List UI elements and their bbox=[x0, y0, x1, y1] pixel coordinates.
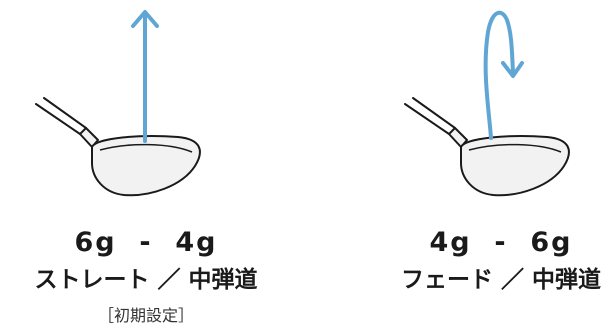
left-driver-club bbox=[35, 97, 201, 197]
right-driver-club bbox=[404, 97, 570, 197]
right-club-head bbox=[460, 135, 570, 197]
curving-fade-arrow-icon bbox=[483, 10, 524, 140]
left-club-head bbox=[91, 135, 201, 197]
left-club-hosel bbox=[79, 127, 99, 148]
right-club-shaft bbox=[404, 97, 456, 135]
right-club-hosel bbox=[448, 127, 468, 148]
left-club-crown-line bbox=[99, 143, 193, 153]
straight-up-arrow-icon bbox=[131, 10, 159, 143]
default-setting-note: ［初期設定］ bbox=[97, 306, 194, 325]
ball-flight-label: フェード ／ 中弾道 bbox=[400, 267, 601, 293]
club-illustration bbox=[35, 10, 570, 197]
right-club-crown-line bbox=[468, 143, 562, 153]
ball-flight-label: ストレート ／ 中弾道 bbox=[34, 267, 258, 293]
weight-combination-label: 4g - 6g bbox=[429, 227, 573, 258]
left-club-shaft bbox=[35, 97, 87, 135]
weight-combination-label: 6g - 4g bbox=[74, 227, 218, 258]
